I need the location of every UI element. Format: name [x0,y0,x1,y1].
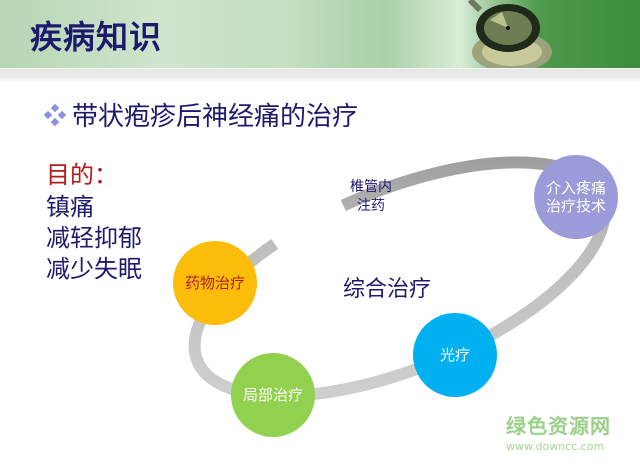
node-label: 光疗 [439,346,470,364]
header-divider [0,68,640,83]
goal-item: 减轻抑郁 [46,224,142,252]
gap-label-line2: 注药 [357,197,385,214]
goal-item: 镇痛 [46,193,94,221]
node-drug-therapy: 药物治疗 [173,241,257,325]
node-local-therapy: 局部治疗 [231,353,315,437]
gap-label-intraspinal: 椎管内 注药 [350,178,392,216]
watermark-url: www.downcc.com [506,440,605,453]
center-label: 综合治疗 [343,277,432,302]
subtitle: 带状疱疹后神经痛的治疗 [72,102,359,132]
node-light-therapy: 光疗 [413,313,497,397]
node-label: 药物治疗 [184,274,245,292]
goal-item: 减少失眠 [46,255,142,283]
goals-heading: 目的： [46,161,118,189]
diamond-bullet-icon [44,103,66,126]
gap-label-line1: 椎管内 [350,179,392,195]
header-banner: 疾病知识 [0,0,640,68]
stethoscope-icon [467,0,552,68]
watermark-name: 绿色资源网 [506,414,611,438]
node-label: 局部治疗 [242,386,303,404]
node-interventional-pain: 介入疼痛 治疗技术 [534,155,618,239]
page-title: 疾病知识 [30,18,163,56]
node-label-line1: 介入疼痛 [545,179,606,197]
watermark: 绿色资源网 www.downcc.com [506,410,611,453]
node-label-line2: 治疗技术 [545,197,606,215]
subtitle-row: 带状疱疹后神经痛的治疗 [44,96,358,133]
